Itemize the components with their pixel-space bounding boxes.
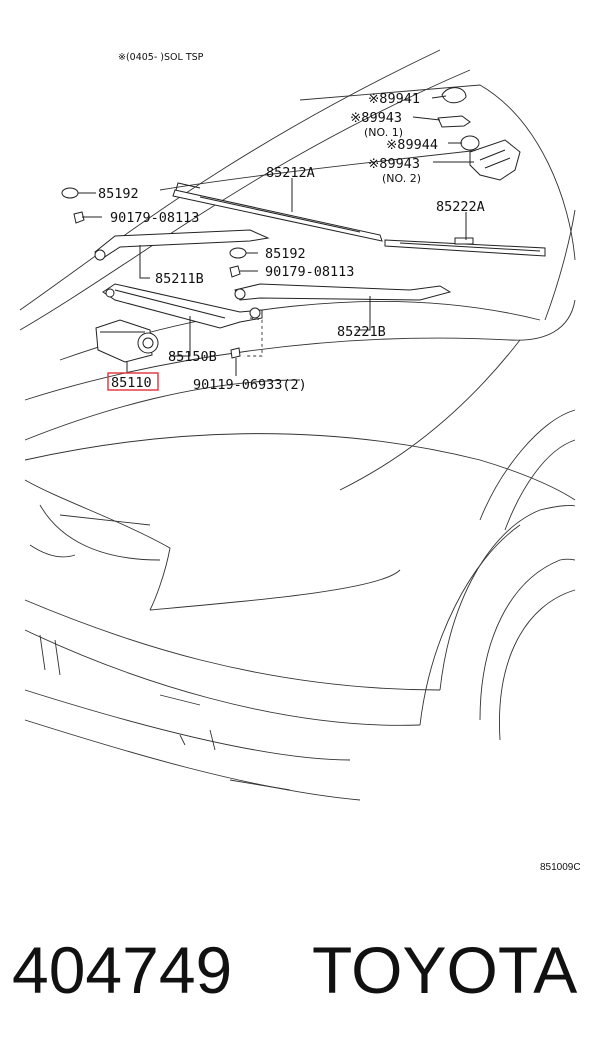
label-85192-b[interactable]: 85192 [265, 246, 306, 262]
label-89943-no1[interactable]: ※89943 [350, 110, 402, 126]
nut-90179-b [229, 265, 241, 278]
cap-85192-b [229, 247, 247, 259]
label-85150B[interactable]: 85150B [168, 349, 217, 365]
brand-name: TOYOTA [312, 933, 578, 1007]
wiper-arm-85221B [234, 283, 452, 301]
label-89943-no1-sub: (NO. 1) [364, 126, 403, 139]
label-85221B[interactable]: 85221B [337, 324, 386, 340]
label-85212A[interactable]: 85212A [266, 165, 315, 181]
washer-nozzle-89941 [441, 87, 467, 104]
label-89941[interactable]: ※89941 [368, 91, 420, 107]
vehicle-outline [19, 49, 576, 801]
wiper-motor-85110 [95, 319, 159, 363]
diagram-code: 851009C [540, 862, 581, 873]
label-90179-b[interactable]: 90179-08113 [265, 264, 354, 280]
wiper-link-85150B [102, 283, 263, 329]
leader-lines [78, 95, 474, 376]
highlight-box-85110 [107, 372, 159, 391]
label-85110[interactable]: 85110 [111, 375, 152, 391]
label-85211B[interactable]: 85211B [155, 271, 204, 287]
label-89943-no2-sub: (NO. 2) [382, 172, 421, 185]
label-89943-no2[interactable]: ※89943 [368, 156, 420, 172]
nut-90179-a [73, 211, 85, 224]
washer-plug-89944 [460, 135, 480, 151]
cap-85192-a [61, 187, 79, 199]
washer-bracket-89943-no2 [469, 139, 521, 181]
wiper-blade-85212A [172, 182, 383, 242]
label-89944[interactable]: ※89944 [386, 137, 438, 153]
washer-gasket-89943-no1 [437, 115, 471, 128]
label-85192-a[interactable]: 85192 [98, 186, 139, 202]
label-85222A[interactable]: 85222A [436, 199, 485, 215]
header-note: ※(0405- )SOL TSP [118, 52, 204, 63]
wiper-blade-85222A [384, 237, 546, 257]
part-id: 404749 [12, 933, 233, 1007]
wiper-arm-85211B [94, 229, 270, 261]
bolt-90119 [230, 347, 241, 359]
label-90179-a[interactable]: 90179-08113 [110, 210, 199, 226]
footer: 404749 TOYOTA [0, 930, 600, 1020]
label-90119[interactable]: 90119-06933(2) [193, 377, 307, 393]
